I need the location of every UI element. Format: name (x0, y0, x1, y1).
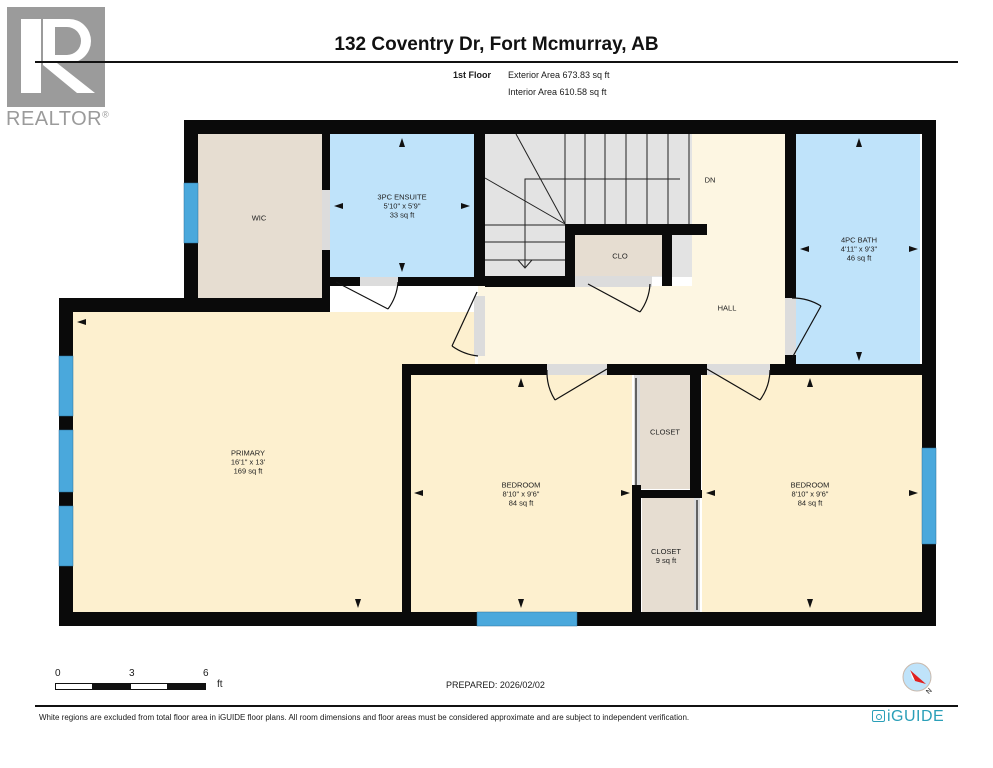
room-bedroom-1 (410, 374, 632, 612)
interior-area: Interior Area 610.58 sq ft (508, 87, 607, 97)
realtor-r-icon (21, 19, 95, 93)
realtor-brand-text: REALTOR (6, 108, 103, 130)
room-label-clo: CLO (612, 251, 628, 261)
room-label-hall: HALL (717, 303, 737, 313)
page-title: 132 Coventry Dr, Fort Mcmurray, AB (334, 34, 659, 55)
iguide-brand-text: iGUIDE (887, 708, 945, 725)
room-label-wic: WIC (251, 213, 267, 223)
room-closet-2 (642, 497, 694, 612)
scale-tick-3: 3 (129, 668, 135, 679)
exterior-area: Exterior Area 673.83 sq ft (508, 70, 610, 80)
title-divider (35, 61, 958, 63)
room-bedroom-2 (702, 374, 922, 612)
room-hall (478, 286, 785, 364)
room-clo (575, 234, 662, 276)
scale-tick-0: 0 (55, 668, 61, 679)
room-label-closet-1: CLOSET (649, 427, 681, 437)
dimension-arrows (77, 138, 918, 608)
room-ensuite (330, 134, 474, 277)
compass-icon (902, 662, 932, 692)
windows (58, 182, 937, 627)
registered-mark: ® (102, 109, 110, 120)
iguide-camera-icon (872, 710, 885, 722)
scale-tick-6: 6 (203, 668, 209, 679)
scale-bar: 0 3 6 ft (55, 668, 255, 698)
stairs-lines (484, 133, 690, 269)
room-closet-1 (640, 374, 690, 489)
room-4pc-bath (796, 134, 920, 364)
scale-unit: ft (217, 679, 223, 690)
realtor-logo (7, 7, 105, 107)
room-wic (198, 134, 322, 302)
stairs-down-label: DN (704, 175, 716, 185)
door-swings (335, 281, 822, 610)
realtor-wordmark: REALTOR® (6, 108, 109, 131)
floor-label: 1st Floor (453, 70, 492, 80)
scale-ruler-icon (55, 683, 206, 690)
disclaimer-text: White regions are excluded from total fl… (39, 713, 690, 722)
footer-divider (35, 705, 958, 707)
iguide-logo: iGUIDE (872, 708, 944, 726)
prepared-date: PREPARED: 2026/02/02 (446, 680, 545, 690)
